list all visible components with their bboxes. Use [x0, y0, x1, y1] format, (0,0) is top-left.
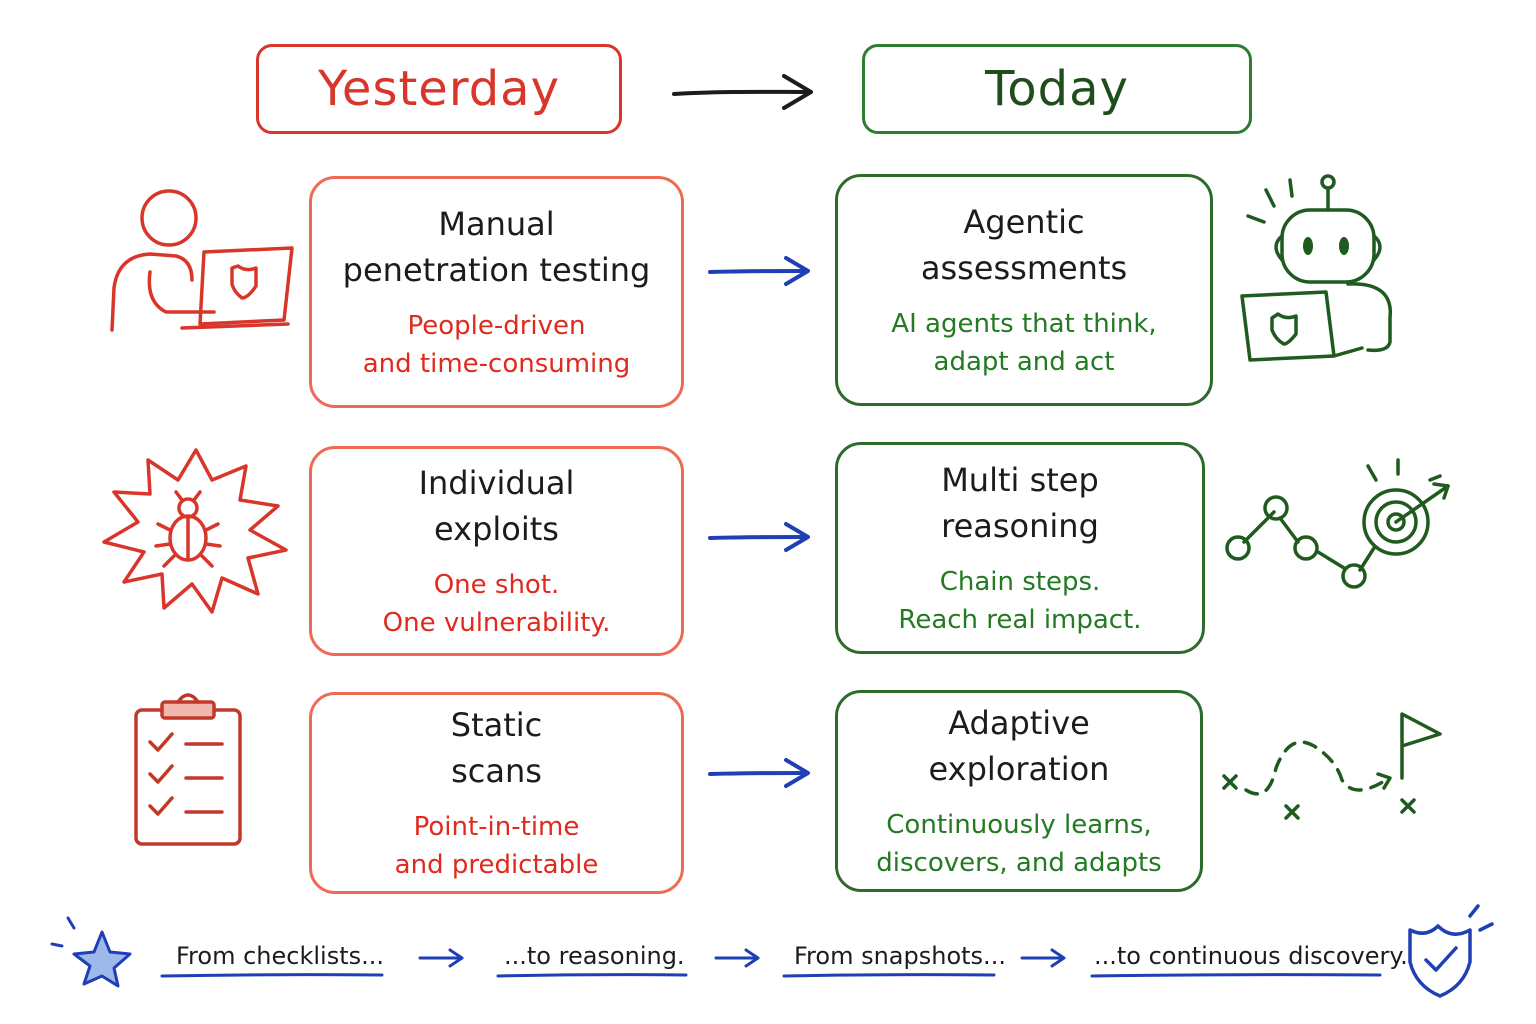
- today-header: Today: [862, 44, 1252, 134]
- robot-laptop-shield-icon: [1240, 174, 1393, 362]
- card-subtitle: Chain steps. Reach real impact.: [898, 567, 1142, 635]
- person-laptop-shield-icon: [110, 189, 294, 332]
- bug-burst-icon: [102, 448, 288, 614]
- header-arrow-icon: [672, 74, 813, 110]
- card-title: Multi step reasoning: [941, 461, 1099, 545]
- footer-item-to-reasoning: ...to reasoning.: [504, 942, 685, 970]
- card-individual-exploits: Individual exploits One shot. One vulner…: [309, 446, 684, 656]
- card-agentic-assessments: Agentic assessments AI agents that think…: [835, 174, 1213, 406]
- card-adaptive-exploration: Adaptive exploration Continuously learns…: [835, 690, 1203, 892]
- right-arrow-icon: [708, 522, 810, 552]
- today-header-label: Today: [985, 61, 1129, 117]
- footer-arrow-icon: [714, 948, 760, 968]
- clipboard-checklist-icon: [134, 693, 242, 846]
- footer-underline: [782, 973, 996, 978]
- footer-item-from-snapshots: From snapshots...: [794, 942, 1006, 970]
- card-subtitle: People-driven and time-consuming: [362, 311, 631, 379]
- card-title: Agentic assessments: [920, 203, 1128, 287]
- path-target-icon: [1225, 458, 1450, 589]
- dashed-path-flag-icon: [1222, 712, 1442, 820]
- card-title: Individual exploits: [418, 464, 575, 548]
- card-subtitle: AI agents that think, adapt and act: [891, 309, 1157, 377]
- footer-underline: [160, 973, 384, 978]
- yesterday-header: Yesterday: [256, 44, 622, 134]
- card-manual-penetration-testing: Manual penetration testing People-driven…: [309, 176, 684, 408]
- yesterday-header-label: Yesterday: [317, 61, 560, 117]
- card-title: Manual penetration testing: [342, 205, 651, 289]
- card-multi-step-reasoning: Multi step reasoning Chain steps. Reach …: [835, 442, 1205, 654]
- card-subtitle: Continuously learns, discovers, and adap…: [876, 810, 1162, 878]
- footer-underline: [496, 973, 688, 978]
- footer-item-from-checklists: From checklists...: [176, 942, 384, 970]
- footer-underline: [1090, 973, 1382, 978]
- footer-arrow-icon: [418, 948, 464, 968]
- shield-check-icon: [1408, 904, 1494, 998]
- card-subtitle: Point-in-time and predictable: [394, 812, 599, 880]
- star-icon: [50, 916, 132, 988]
- right-arrow-icon: [708, 758, 810, 788]
- right-arrow-icon: [708, 256, 810, 286]
- footer-arrow-icon: [1020, 948, 1066, 968]
- card-title: Adaptive exploration: [928, 704, 1110, 788]
- card-title: Static scans: [450, 706, 543, 790]
- footer-item-to-continuous-discovery: ...to continuous discovery.: [1094, 942, 1408, 970]
- card-subtitle: One shot. One vulnerability.: [382, 570, 611, 638]
- card-static-scans: Static scans Point-in-time and predictab…: [309, 692, 684, 894]
